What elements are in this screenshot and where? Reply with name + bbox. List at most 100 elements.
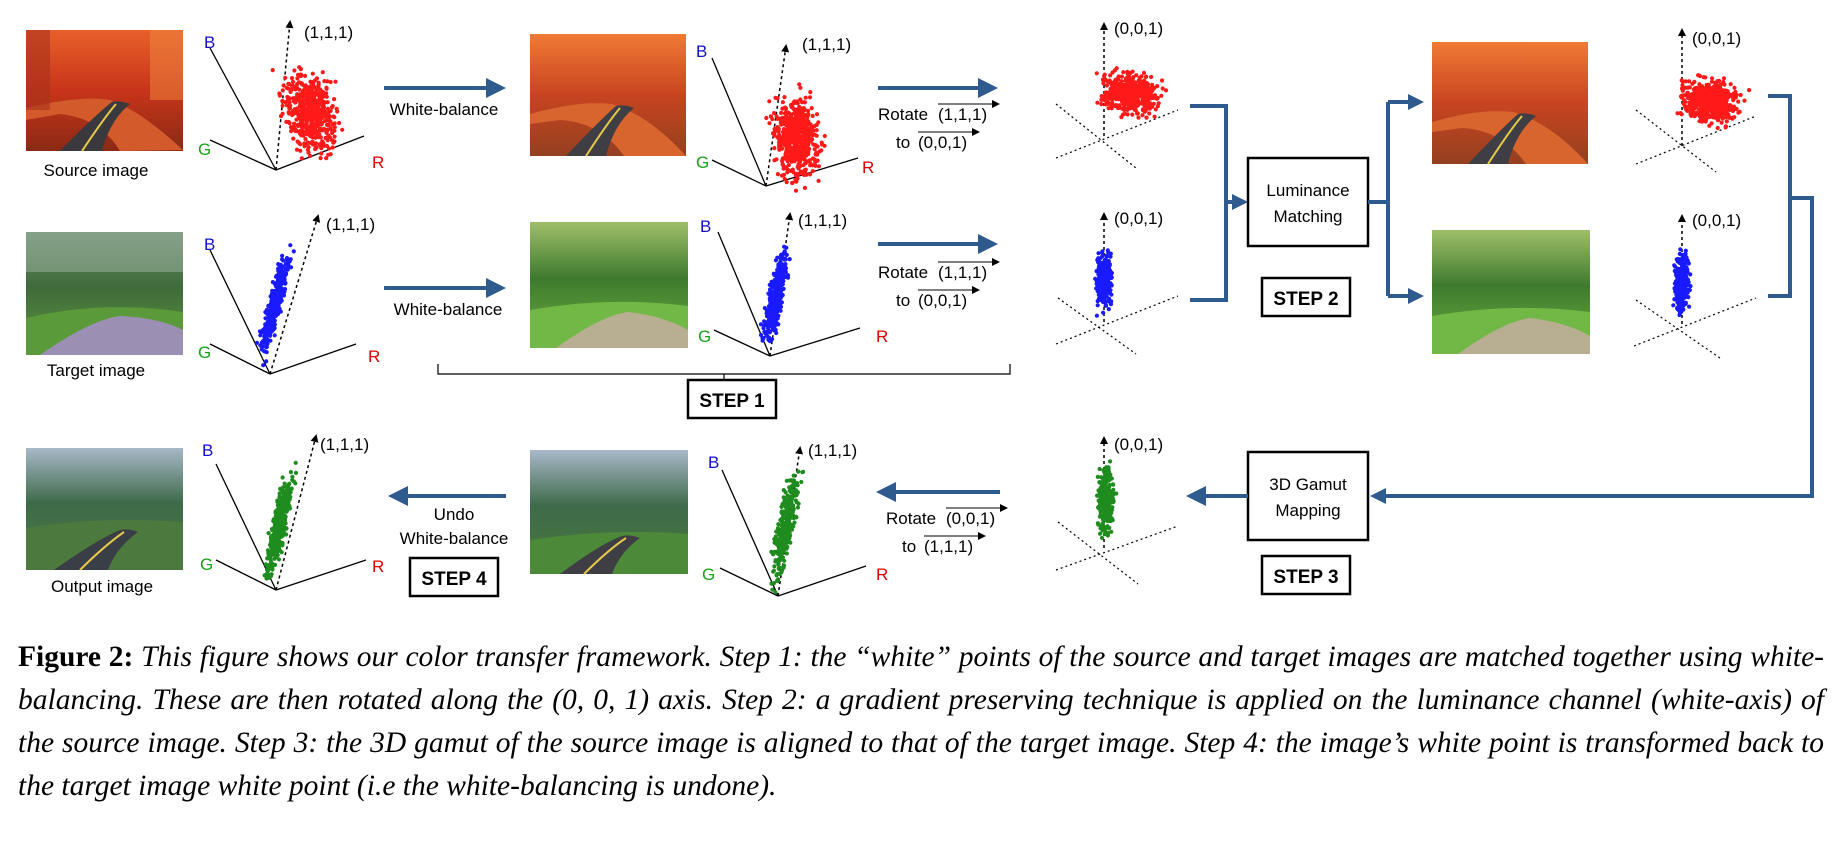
scatter-point bbox=[313, 78, 318, 83]
z-vector-label: (0,0,1) bbox=[1114, 435, 1163, 454]
scatter-point bbox=[309, 90, 314, 95]
scatter-point bbox=[286, 111, 292, 116]
axis-g-label: G bbox=[198, 140, 211, 159]
scatter-point bbox=[796, 107, 801, 112]
scatter-point bbox=[758, 322, 764, 327]
wb-source-point-cloud bbox=[764, 82, 827, 193]
svg-text:to: to bbox=[896, 291, 910, 310]
scatter-point bbox=[274, 531, 279, 536]
scatter-point bbox=[1106, 307, 1111, 312]
scatter-point bbox=[289, 76, 295, 81]
scatter-point bbox=[280, 253, 285, 258]
scatter-point bbox=[332, 125, 337, 130]
scatter-point bbox=[287, 96, 292, 101]
scatter-point bbox=[293, 470, 299, 475]
scatter-point bbox=[284, 492, 289, 497]
scatter-point bbox=[1108, 86, 1113, 91]
scatter-point bbox=[795, 164, 800, 169]
scatter-point bbox=[774, 281, 779, 286]
scatter-point bbox=[328, 119, 333, 124]
scatter-point bbox=[1139, 87, 1144, 92]
scatter-point bbox=[1703, 105, 1708, 111]
scatter-point bbox=[787, 129, 793, 134]
scatter-point bbox=[1099, 102, 1104, 107]
scatter-point bbox=[285, 267, 290, 272]
scatter-point bbox=[261, 363, 266, 368]
scatter-point bbox=[272, 301, 277, 306]
scatter-point bbox=[766, 326, 771, 331]
scatter-point bbox=[325, 138, 330, 143]
scatter-point bbox=[782, 563, 787, 568]
scatter-point bbox=[1143, 108, 1148, 113]
scatter-point bbox=[1677, 312, 1682, 318]
scatter-point bbox=[775, 172, 781, 177]
scatter-point bbox=[265, 339, 270, 344]
rotated-source-point-cloud bbox=[1094, 66, 1169, 120]
scatter-point bbox=[789, 149, 794, 154]
luminance-label-2: Matching bbox=[1274, 207, 1343, 226]
scatter-point bbox=[1681, 101, 1686, 106]
scatter-point bbox=[1114, 80, 1119, 85]
white-vector-label: (1,1,1) bbox=[798, 211, 847, 230]
scatter-point bbox=[1695, 103, 1700, 108]
scatter-point bbox=[778, 301, 783, 306]
scatter-point bbox=[288, 103, 293, 108]
scatter-point bbox=[1130, 69, 1135, 74]
scatter-point bbox=[782, 176, 787, 182]
white-vector-label: (1,1,1) bbox=[938, 263, 987, 282]
scatter-point bbox=[801, 469, 806, 474]
step4-label: STEP 4 bbox=[421, 569, 487, 590]
scatter-point bbox=[1679, 279, 1684, 284]
scatter-point bbox=[278, 309, 283, 314]
scatter-point bbox=[1738, 92, 1743, 98]
scatter-point bbox=[1721, 76, 1727, 81]
axis-b-line bbox=[209, 47, 277, 171]
scatter-point bbox=[278, 486, 283, 491]
scatter-point bbox=[788, 502, 793, 508]
scatter-point bbox=[770, 324, 775, 329]
output-scatter-plot: (1,1,1) B G R bbox=[200, 434, 384, 591]
scatter-point bbox=[792, 124, 797, 129]
scatter-point bbox=[1140, 113, 1145, 118]
scatter-point bbox=[1160, 86, 1165, 91]
scatter-point bbox=[277, 296, 282, 301]
scatter-point bbox=[281, 83, 286, 88]
scatter-point bbox=[281, 526, 287, 531]
scatter-point bbox=[1104, 293, 1109, 298]
scatter-point bbox=[798, 158, 803, 163]
scatter-point bbox=[1110, 516, 1115, 522]
scatter-point bbox=[1123, 84, 1128, 89]
scatter-point bbox=[776, 272, 781, 277]
scatter-point bbox=[784, 134, 789, 139]
scatter-point bbox=[318, 108, 323, 113]
scatter-point bbox=[279, 292, 284, 297]
scatter-point bbox=[302, 141, 307, 146]
scatter-point bbox=[786, 126, 791, 131]
scatter-point bbox=[1713, 80, 1718, 85]
scatter-point bbox=[1109, 491, 1115, 496]
scatter-point bbox=[288, 89, 293, 94]
scatter-point bbox=[1678, 94, 1684, 99]
scatter-point bbox=[1150, 104, 1155, 109]
scatter-point bbox=[1706, 105, 1711, 110]
scatter-point bbox=[280, 288, 285, 293]
scatter-point bbox=[1112, 95, 1117, 100]
axis-g-label: G bbox=[696, 153, 709, 172]
scatter-point bbox=[1133, 97, 1138, 102]
scatter-point bbox=[1121, 70, 1126, 75]
scatter-point bbox=[1099, 535, 1105, 541]
scatter-point bbox=[267, 554, 272, 559]
scatter-point bbox=[270, 319, 276, 325]
scatter-point bbox=[790, 121, 795, 126]
scatter-point bbox=[314, 116, 319, 121]
scatter-point bbox=[1677, 308, 1682, 313]
scatter-point bbox=[1114, 491, 1119, 496]
scatter-point bbox=[1098, 260, 1103, 265]
scatter-point bbox=[1679, 112, 1684, 117]
scatter-point bbox=[1718, 95, 1724, 100]
scatter-point bbox=[271, 519, 276, 524]
scatter-point bbox=[798, 97, 803, 102]
scatter-point bbox=[297, 65, 302, 70]
scatter-point bbox=[801, 152, 807, 157]
scatter-point bbox=[293, 460, 298, 465]
